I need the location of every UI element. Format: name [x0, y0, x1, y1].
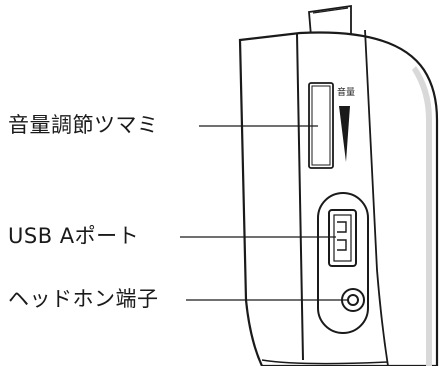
- volume-knob-label: 音量調節ツマミ: [8, 113, 159, 137]
- headphone-jack-inner: [347, 294, 359, 306]
- usb-tongue: [337, 221, 347, 251]
- body-bottom-curve: [261, 359, 389, 365]
- top-clip-inner: [312, 7, 349, 14]
- headphone-jack-label: ヘッドホン端子: [8, 287, 159, 311]
- body-shading: [412, 66, 432, 366]
- side-panel-edge-right: [364, 29, 389, 366]
- volume-level-wedge: [339, 106, 350, 162]
- usb-port-label: USB Aポート: [8, 224, 140, 248]
- side-panel-edge: [296, 33, 304, 361]
- volume-marking: 音量: [337, 86, 355, 98]
